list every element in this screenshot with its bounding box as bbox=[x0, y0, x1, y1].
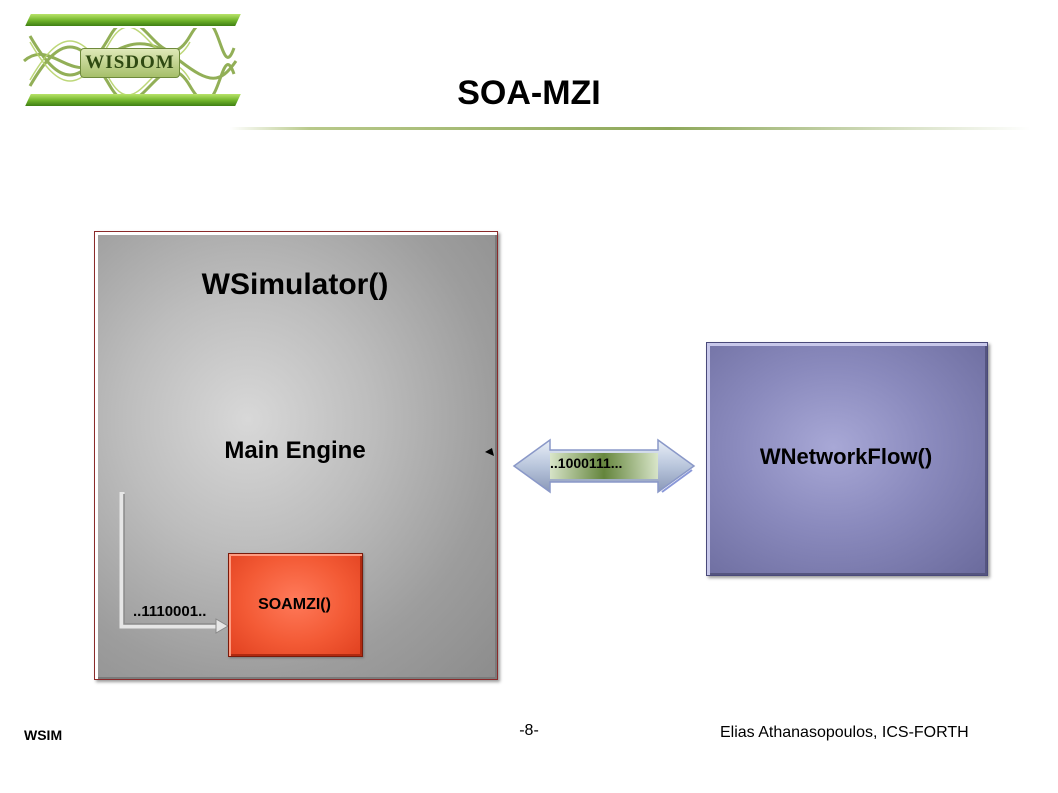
footer-project-name: WSIM bbox=[24, 727, 63, 743]
page-number: -8- bbox=[519, 722, 539, 739]
footer-author: Elias Athanasopoulos, ICS-FORTH bbox=[720, 724, 969, 741]
page-title: SOA-MZI bbox=[457, 74, 601, 112]
soamzi-module-label: SOAMZI() bbox=[258, 596, 331, 613]
link-bitstream-label: ..1000111... bbox=[550, 455, 623, 471]
bidirectional-link-arrow bbox=[512, 438, 696, 494]
simulator-title: WSimulator() bbox=[201, 268, 389, 301]
logo-weave-graphic bbox=[23, 28, 238, 94]
internal-bitstream-label: ..1110001.. bbox=[133, 603, 207, 620]
logo-top-bar bbox=[25, 14, 241, 26]
connector-tick-icon bbox=[485, 448, 494, 456]
network-flow-title: WNetworkFlow() bbox=[759, 444, 933, 469]
title-divider bbox=[230, 127, 1030, 130]
soamzi-module-box bbox=[228, 553, 363, 657]
main-engine-label: Main Engine bbox=[224, 437, 366, 464]
network-flow-box bbox=[706, 342, 988, 576]
wisdom-logo: WISDOM bbox=[16, 14, 242, 108]
internal-flow-arrow bbox=[119, 492, 229, 634]
logo-text: WISDOM bbox=[80, 48, 180, 78]
